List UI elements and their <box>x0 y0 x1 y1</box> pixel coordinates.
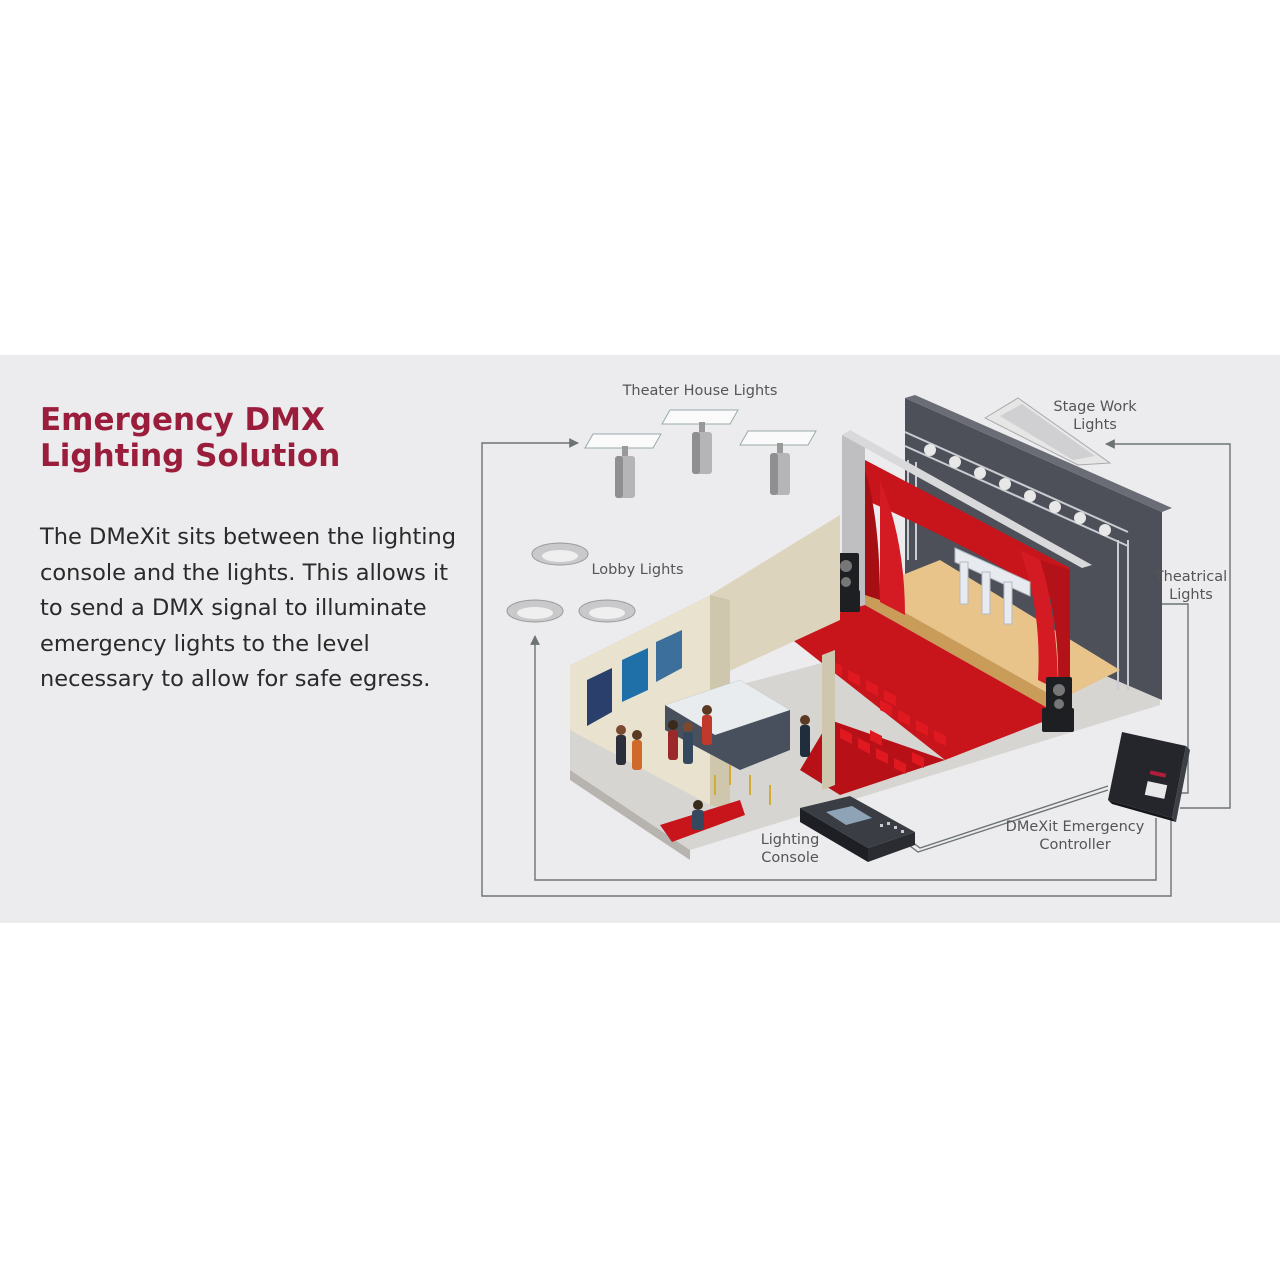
label-stage-work-lights-line1: Stage Work <box>1053 399 1137 415</box>
label-dmexit-controller-line1: DMeXit Emergency <box>1005 819 1145 835</box>
label-lighting-console-line2: Console <box>761 850 819 866</box>
label-lighting-console-line1: Lighting <box>760 832 820 848</box>
label-theatrical-lights-line1: Theatrical <box>1154 569 1228 585</box>
label-dmexit-controller: DMeXit Emergency Controller <box>995 818 1155 854</box>
lobby-lights-icon <box>506 542 636 623</box>
connector-to-lobby-lights <box>530 635 1157 881</box>
page-title: Emergency DMX Lighting Solution <box>40 402 341 474</box>
stage-work-lights-icon <box>983 397 1112 466</box>
label-theater-house-lights: Theater House Lights <box>622 383 778 399</box>
label-theatrical-lights: Theatrical Lights <box>1146 568 1236 604</box>
theater-building-illustration <box>570 395 1172 860</box>
label-stage-work-lights-line2: Lights <box>1073 417 1117 433</box>
dmexit-controller-icon <box>1108 732 1190 822</box>
label-theatrical-lights-line2: Lights <box>1169 587 1213 603</box>
connector-to-house-lights <box>481 438 1172 897</box>
connector-lines <box>481 438 1231 897</box>
connector-to-stage-work-lights <box>1105 439 1231 809</box>
connector-console-to-controller <box>909 789 1109 853</box>
label-lobby-lights: Lobby Lights <box>591 562 684 578</box>
theater-house-lights-icon <box>584 409 817 498</box>
description-text: The DMeXit sits between the lighting con… <box>40 524 457 693</box>
label-stage-work-lights: Stage Work Lights <box>1030 398 1160 434</box>
label-dmexit-controller-line2: Controller <box>1039 837 1111 853</box>
label-lighting-console: Lighting Console <box>745 831 835 867</box>
lighting-console-icon <box>800 796 915 862</box>
